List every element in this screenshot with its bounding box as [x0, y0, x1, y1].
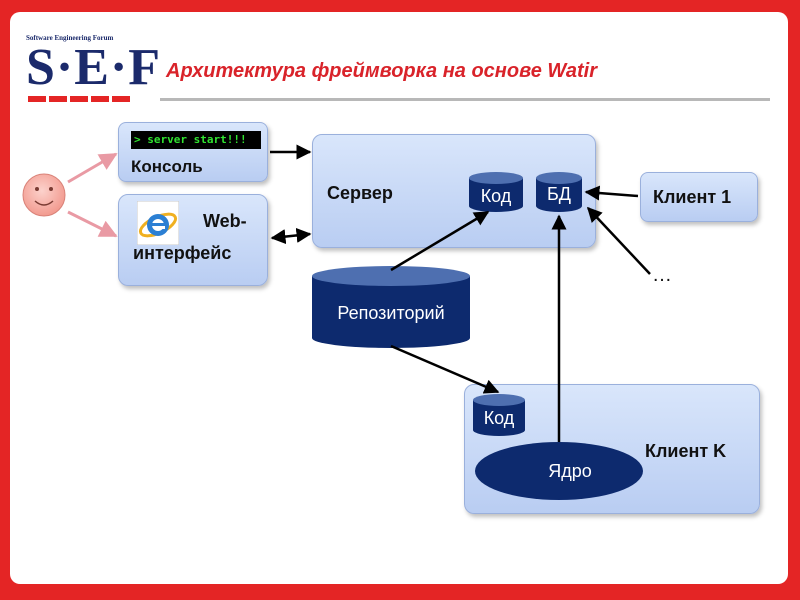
- web-label-line1: Web-: [203, 211, 247, 231]
- server-db-cylinder: [536, 172, 582, 212]
- slide-title: Архитектура фреймворка на основе Watir: [166, 60, 598, 82]
- internet-explorer-icon: [137, 201, 179, 245]
- user-to-console-arrow: [67, 152, 118, 184]
- clientk-code-label: Код: [483, 408, 515, 428]
- clientk-label: Клиент K: [645, 441, 727, 461]
- client1-box: Клиент 1: [640, 172, 758, 222]
- console-box: > server start!!! Консоль: [118, 122, 268, 182]
- console-screen: > server start!!!: [131, 131, 261, 149]
- more-clients-to-db-arrow: [586, 206, 651, 275]
- web-label-line2: интерфейс: [133, 243, 232, 263]
- repository-to-server-code-arrow: [390, 210, 490, 272]
- slide: Software Engineering Forum S·E·F Архитек…: [10, 12, 788, 584]
- diagram-canvas: [22, 144, 651, 500]
- web-server-bidirectional-arrow: [270, 227, 312, 245]
- repository-cylinder: [312, 266, 470, 348]
- core-label: Ядро: [548, 461, 592, 481]
- server-db-label: БД: [546, 184, 571, 204]
- console-label: Консоль: [131, 157, 203, 176]
- core-ellipse: [475, 442, 643, 500]
- server-label: Сервер: [327, 183, 393, 203]
- user-face-icon: [22, 173, 66, 217]
- server-code-label: Код: [480, 186, 512, 206]
- logo-caption: Software Engineering Forum: [26, 34, 114, 42]
- logo-text: S·E·F: [26, 39, 162, 96]
- sef-logo: Software Engineering Forum S·E·F: [26, 34, 160, 120]
- server-code-cylinder: [469, 172, 523, 212]
- user-to-web-arrow: [67, 210, 118, 238]
- title-divider: [160, 98, 770, 101]
- client1-to-db-arrow: [584, 185, 639, 201]
- clientk-code-cylinder: [473, 394, 525, 436]
- more-clients-ellipsis: …: [652, 264, 672, 286]
- repository-to-clientk-code-arrow: [390, 344, 500, 394]
- logo-bars: [28, 96, 130, 102]
- client1-label: Клиент 1: [653, 187, 732, 207]
- repository-label: Репозиторий: [337, 303, 445, 323]
- web-interface-box: Web- интерфейс: [118, 194, 268, 286]
